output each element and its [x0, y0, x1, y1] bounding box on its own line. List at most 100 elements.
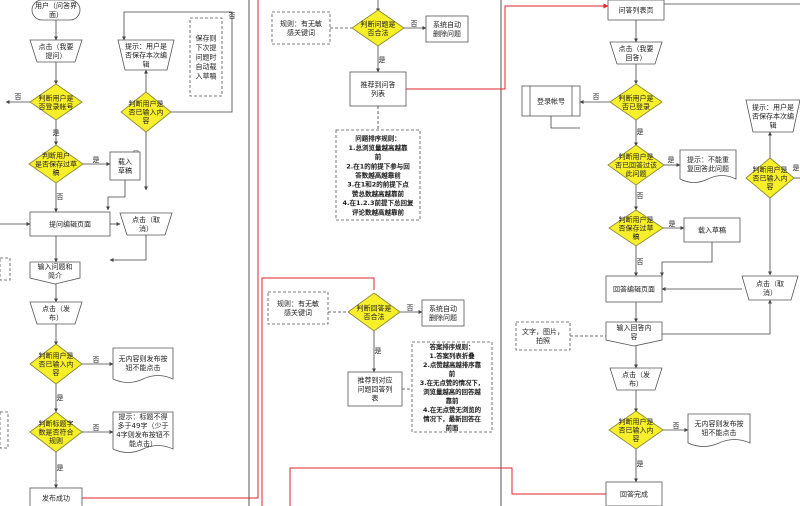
no-label: 否 — [407, 304, 414, 312]
no-label: 否 — [229, 12, 236, 20]
no-label: 否 — [15, 93, 22, 101]
click-ask-node: 点击（我要提问） — [29, 39, 83, 63]
q-list-page-node-text: 问答列表页 — [619, 6, 654, 15]
click-cancel-node-text: 点击（取消） — [132, 215, 160, 233]
auto-del-node: 系统自动删除问题 — [425, 15, 469, 43]
click-pub-node-text: 点击（发布） — [42, 304, 70, 322]
yes-label: 是 — [57, 464, 64, 472]
rule-kw-note-text: 规则：有无敏感关键词 — [280, 19, 322, 37]
judge-input2-diamond-text: 判断用户是否已输入内容 — [39, 351, 74, 377]
judge-answered-diamond-text: 判断用户是否已回答过该此问题 — [615, 152, 657, 178]
yes-label: 是 — [637, 128, 644, 136]
click-cancel3-node-text: 点击（取消） — [756, 279, 784, 297]
load-draft-node: 载入草稿 — [109, 151, 141, 181]
click-pub-node: 点击（发布） — [29, 301, 83, 325]
judge-login3-diamond: 判断用户是否已登录 — [609, 83, 663, 121]
no-label: 否 — [93, 356, 100, 364]
judge-login-diamond-text: 判断用户是否登录帐号 — [39, 93, 74, 111]
judge-input2-diamond: 判断用户是否已输入内容 — [29, 343, 83, 385]
load-draft3-node: 载入草稿 — [683, 217, 741, 243]
answer-done-node-text: 回答完成 — [620, 490, 648, 499]
connector — [261, 277, 375, 506]
yes-label: 是 — [637, 460, 644, 468]
judge-input3-diamond: 判断用户是否已输入内容 — [745, 157, 795, 199]
tip-save3-node-text: 提示：用户是否保存本次编辑 — [752, 103, 794, 130]
connector — [106, 180, 126, 211]
judge-input3-diamond-text: 判断用户是否已输入内容 — [753, 165, 788, 191]
no-input-note: 无内容则发布按钮不能点击 — [112, 347, 174, 383]
no-label: 否 — [637, 192, 644, 200]
yes-label: 是 — [53, 129, 60, 137]
click-pub3-node: 点击（发布） — [609, 367, 663, 391]
connector — [289, 467, 612, 506]
judge-draft-diamond: 判断用户是否保存过草稿 — [28, 144, 84, 184]
yes-label: 是 — [793, 164, 800, 172]
autoload-note-text: 保存则下次提问题时自动载入草稿 — [196, 34, 217, 81]
judge-input4-diamond-text: 判断用户是否已输入内容 — [619, 417, 654, 443]
input-q-node: 输入问题和简介 — [29, 261, 81, 285]
auto-del2-node: 系统自动删除问题 — [421, 299, 465, 327]
pub-ok-node: 发布成功 — [29, 487, 83, 506]
judge-login-diamond: 判断用户是否登录帐号 — [29, 83, 83, 121]
yes-label: 是 — [668, 156, 675, 164]
answer-done-node: 回答完成 — [605, 481, 663, 506]
judge-wordcount-diamond: 判断标题字数是否符合规则 — [29, 411, 83, 453]
connector — [550, 116, 580, 129]
load-draft3-node-text: 载入草稿 — [698, 226, 726, 235]
no-label: 否 — [411, 20, 418, 28]
rule-kw-note: 规则：有无敏感关键词 — [271, 11, 331, 45]
yes-label: 是 — [93, 156, 100, 164]
login-node-text: 登录帐号 — [537, 97, 565, 106]
recommend-node-text: 推荐到问答列表 — [361, 80, 396, 98]
no-input3-note: 无内容则发布按钮不能点击 — [687, 413, 751, 447]
connector — [82, 0, 259, 499]
judge-draft3-diamond-text: 判断用户是否保存过草稿 — [619, 215, 654, 241]
judge-input-diamond: 判断用户是否已输入内容 — [120, 91, 172, 133]
judge-input-diamond-text: 判断用户是否已输入内容 — [129, 99, 164, 125]
pub-ok-node-text: 发布成功 — [42, 494, 70, 503]
no-label: 否 — [593, 93, 600, 101]
click-answer-node: 点击（我要回答） — [609, 41, 663, 65]
load-draft-node-text: 载入草稿 — [118, 157, 132, 175]
no-input3-note-text: 无内容则发布按钮不能点击 — [695, 419, 744, 437]
q-list-page-node: 问答列表页 — [607, 0, 665, 21]
click-answer-node-text: 点击（我要回答） — [619, 44, 654, 62]
rule-kw2-note: 规则：有无敏感关键词 — [267, 291, 329, 325]
click-pub3-node-text: 点击（发布） — [622, 370, 650, 388]
cropped-note — [0, 411, 9, 449]
judge-draft3-diamond: 判断用户是否保存过草稿 — [608, 209, 664, 247]
auto-del2-node-text: 系统自动删除问题 — [429, 304, 457, 322]
tip-save-node: 提示：用户是否保存本次编辑 — [117, 39, 175, 71]
judge-a-legal-diamond-text: 判断回答是否合法 — [357, 303, 392, 321]
a-edit-page-node: 回答编辑页面 — [605, 275, 663, 303]
cropped-note — [0, 257, 11, 281]
click-ask-node-text: 点击（我要提问） — [39, 42, 74, 60]
user-qa-page-node-text: 用户（问答界面） — [35, 1, 77, 19]
tip-save3-node: 提示：用户是否保存本次编辑 — [745, 99, 800, 133]
judge-login3-diamond-text: 判断用户是否已登录 — [619, 93, 654, 111]
user-qa-page-node: 用户（问答界面） — [31, 0, 81, 21]
recommend2-node-text: 推荐到对应问题回答列表 — [358, 376, 393, 403]
judge-input4-diamond: 判断用户是否已输入内容 — [608, 410, 664, 450]
no-label: 否 — [57, 193, 64, 201]
connector — [109, 235, 147, 262]
rule-kw2-note-text: 规则：有无敏感关键词 — [277, 299, 319, 317]
yes-label: 是 — [375, 347, 382, 355]
no-input-note-text: 无内容则发布按钮不能点击 — [119, 354, 168, 372]
connector — [122, 11, 233, 113]
judge-draft-diamond-text: 判断用户是否保存过草稿 — [35, 151, 77, 177]
autoload-note: 保存则下次提问题时自动载入草稿 — [189, 17, 223, 97]
no-label: 否 — [673, 422, 680, 430]
judge-q-legal-diamond: 判断问题是否合法 — [351, 9, 405, 47]
judge-q-legal-diamond-text: 判断问题是否合法 — [361, 19, 396, 37]
auto-del-node-text: 系统自动删除问题 — [433, 20, 461, 38]
no-label: 否 — [637, 258, 644, 266]
input-answer-node: 输入回答内容 — [605, 321, 663, 347]
click-cancel-node: 点击（取消） — [119, 212, 173, 236]
tip-no-repeat-note: 提示：不能重复回答此问题 — [679, 149, 737, 183]
connector — [660, 242, 713, 277]
recommend-node: 推荐到问答列表 — [349, 71, 407, 107]
tip-save-node-text: 提示：用户是否保存本次编辑 — [125, 42, 167, 69]
